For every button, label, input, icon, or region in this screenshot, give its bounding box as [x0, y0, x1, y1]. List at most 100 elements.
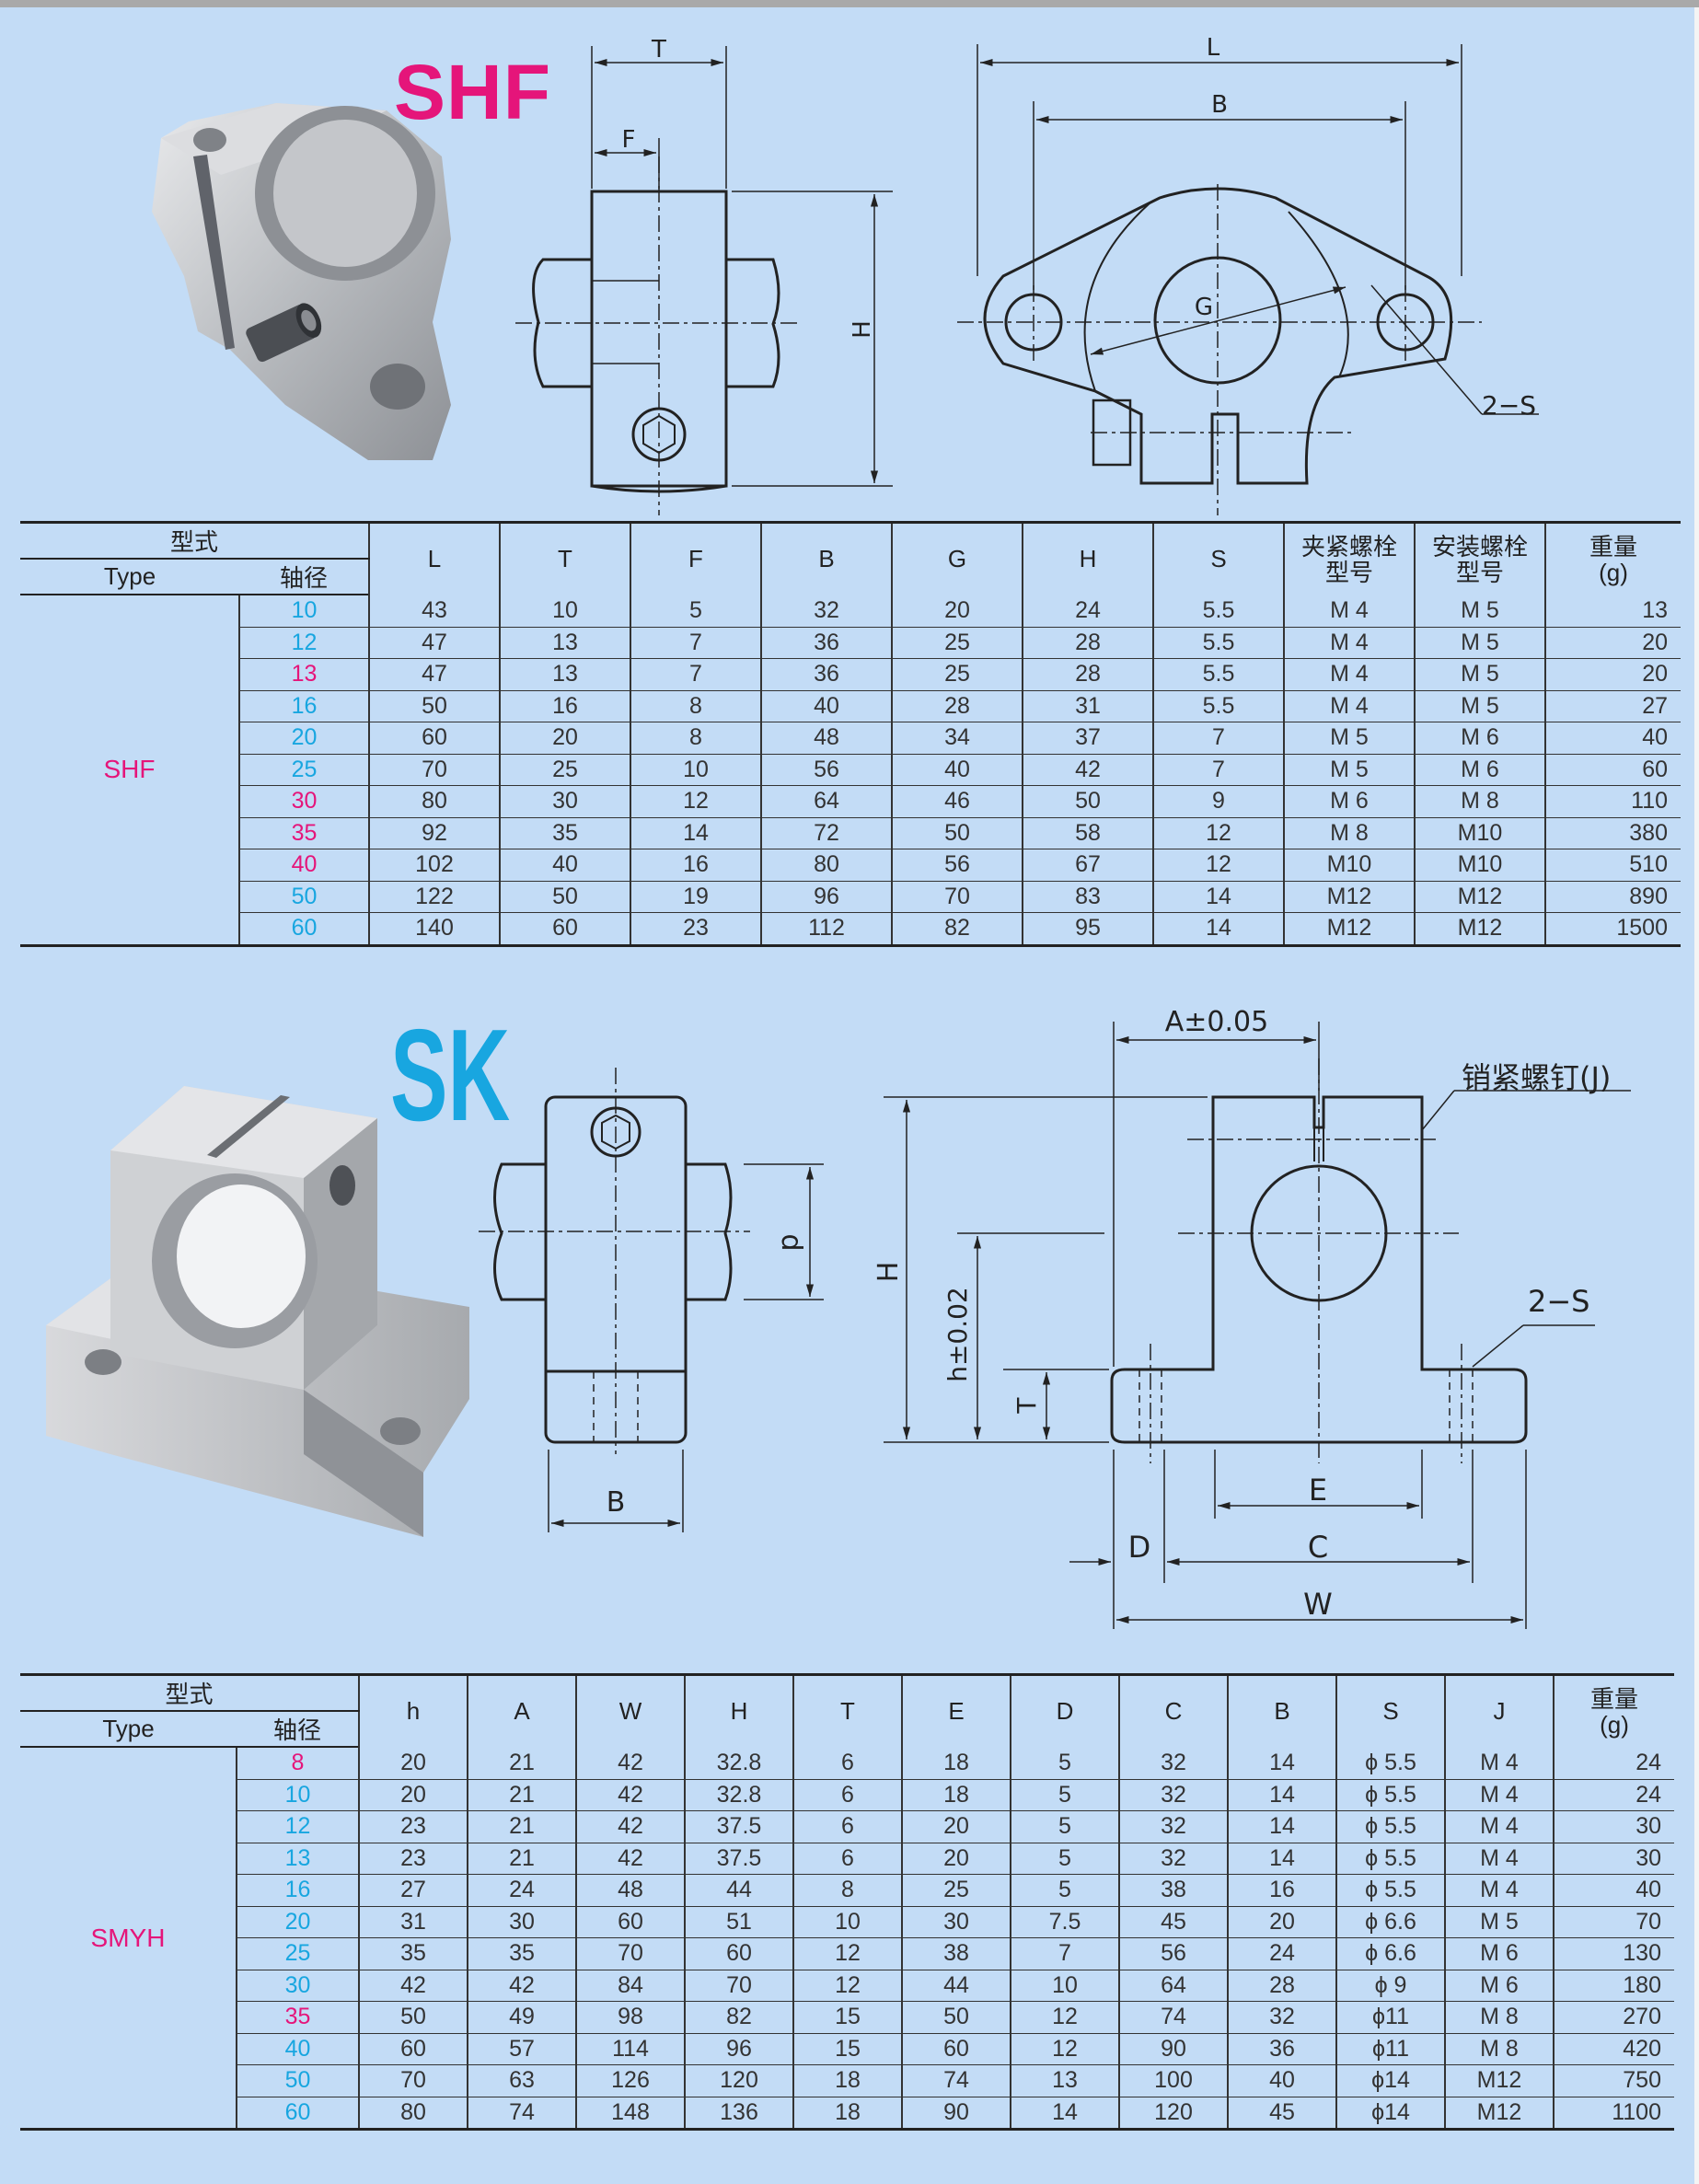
header-mount-line1: 安装螺栓 — [1431, 532, 1528, 560]
shaft-diameter-cell: 60 — [239, 912, 369, 946]
shf-product-photo — [152, 103, 451, 460]
shaft-diameter-cell: 35 — [237, 2001, 359, 2034]
shf-dim-f: F — [622, 126, 636, 154]
table-cell: 27 — [1544, 690, 1681, 722]
table-cell: 5 — [1010, 1810, 1119, 1843]
table-cell: 40 — [1544, 722, 1681, 755]
table-cell: 60 — [684, 1937, 793, 1970]
table-cell: 36 — [760, 627, 892, 659]
table-cell: M 5 — [1283, 722, 1415, 755]
header-weight: 重量 (g) — [1553, 1674, 1674, 1747]
header-shaft: 轴径 — [239, 559, 369, 595]
table-cell: 21 — [467, 1843, 576, 1875]
header-type: Type — [20, 559, 239, 595]
header-shaft: 轴径 — [237, 1711, 359, 1748]
shf-dim-h: H — [849, 320, 876, 339]
table-cell: 25 — [499, 754, 630, 786]
table-cell: 20 — [499, 722, 630, 755]
shf-dim-b: B — [1211, 91, 1228, 119]
table-cell: 25 — [891, 658, 1023, 691]
shaft-diameter-cell: 50 — [237, 2064, 359, 2097]
table-cell: 14 — [1227, 1747, 1336, 1780]
table-cell: 5 — [1010, 1874, 1119, 1907]
header-col: J — [1444, 1674, 1554, 1747]
table-cell: 50 — [901, 2001, 1011, 2034]
table-cell: ϕ14 — [1335, 2064, 1445, 2097]
table-cell: 74 — [1118, 2001, 1228, 2034]
table-cell: 42 — [358, 1970, 468, 2002]
table-cell: 12 — [1010, 2001, 1119, 2034]
table-cell: 12 — [1010, 2033, 1119, 2065]
shaft-diameter-cell: 60 — [237, 2097, 359, 2130]
table-cell: 6 — [792, 1843, 902, 1875]
table-cell: 48 — [575, 1874, 685, 1907]
table-cell: 32 — [760, 595, 892, 628]
header-type-cn: 型式 — [20, 1674, 359, 1712]
table-cell: 6 — [792, 1810, 902, 1843]
sk-product-photo — [46, 1086, 469, 1537]
table-cell: M 4 — [1283, 690, 1415, 722]
table-cell: M 6 — [1283, 785, 1415, 818]
table-cell: 50 — [368, 690, 500, 722]
header-col: H — [684, 1674, 793, 1747]
table-cell: 64 — [1118, 1970, 1228, 2002]
table-cell: M 6 — [1444, 1937, 1554, 1970]
shf-title: SHF — [394, 49, 551, 135]
table-cell: 21 — [467, 1810, 576, 1843]
top-border — [0, 0, 1699, 7]
table-cell: 20 — [1544, 627, 1681, 659]
table-cell: ϕ11 — [1335, 2001, 1445, 2034]
table-cell: 5.5 — [1152, 658, 1284, 691]
table-cell: 51 — [684, 1906, 793, 1938]
table-cell: M 4 — [1444, 1747, 1554, 1780]
header-col: T — [792, 1674, 902, 1747]
table-cell: 42 — [575, 1779, 685, 1811]
table-cell: 12 — [792, 1937, 902, 1970]
shf-dim-l: L — [1207, 34, 1220, 62]
table-cell: 70 — [1553, 1906, 1674, 1938]
table-cell: 14 — [630, 817, 761, 849]
table-cell: 80 — [368, 785, 500, 818]
table-cell: 35 — [499, 817, 630, 849]
table-cell: 14 — [1152, 881, 1284, 913]
table-cell: ϕ11 — [1335, 2033, 1445, 2065]
table-cell: 70 — [575, 1937, 685, 1970]
table-cell: M 4 — [1283, 627, 1415, 659]
table-cell: M 5 — [1444, 1906, 1554, 1938]
header-col: L — [368, 522, 500, 595]
table-cell: 32 — [1118, 1747, 1228, 1780]
table-cell: 24 — [1553, 1747, 1674, 1780]
table-cell: 67 — [1022, 849, 1153, 882]
table-cell: 32 — [1118, 1810, 1228, 1843]
table-cell: M 4 — [1283, 658, 1415, 691]
table-cell: 20 — [1544, 658, 1681, 691]
table-cell: 5.5 — [1152, 595, 1284, 628]
table-cell: 12 — [792, 1970, 902, 2002]
table-cell: 21 — [467, 1747, 576, 1780]
table-cell: M 5 — [1414, 690, 1545, 722]
table-cell: 8 — [630, 722, 761, 755]
table-cell: 20 — [1227, 1906, 1336, 1938]
table-cell: 7 — [630, 627, 761, 659]
table-cell: 180 — [1553, 1970, 1674, 2002]
table-cell: 20 — [358, 1747, 468, 1780]
table-cell: 750 — [1553, 2064, 1674, 2097]
table-cell: 47 — [368, 658, 500, 691]
sk-dim-a: A±0.05 — [1165, 1006, 1268, 1038]
header-col: E — [901, 1674, 1011, 1747]
table-cell: M 8 — [1444, 2033, 1554, 2065]
table-cell: M 5 — [1414, 627, 1545, 659]
table-cell: 270 — [1553, 2001, 1674, 2034]
table-cell: 40 — [1227, 2064, 1336, 2097]
table-cell: 10 — [792, 1906, 902, 1938]
header-col: A — [467, 1674, 576, 1747]
table-cell: 140 — [368, 912, 500, 946]
table-cell: 16 — [1227, 1874, 1336, 1907]
table-cell: 28 — [1227, 1970, 1336, 2002]
header-mount-bolt: 安装螺栓 型号 — [1414, 522, 1545, 595]
